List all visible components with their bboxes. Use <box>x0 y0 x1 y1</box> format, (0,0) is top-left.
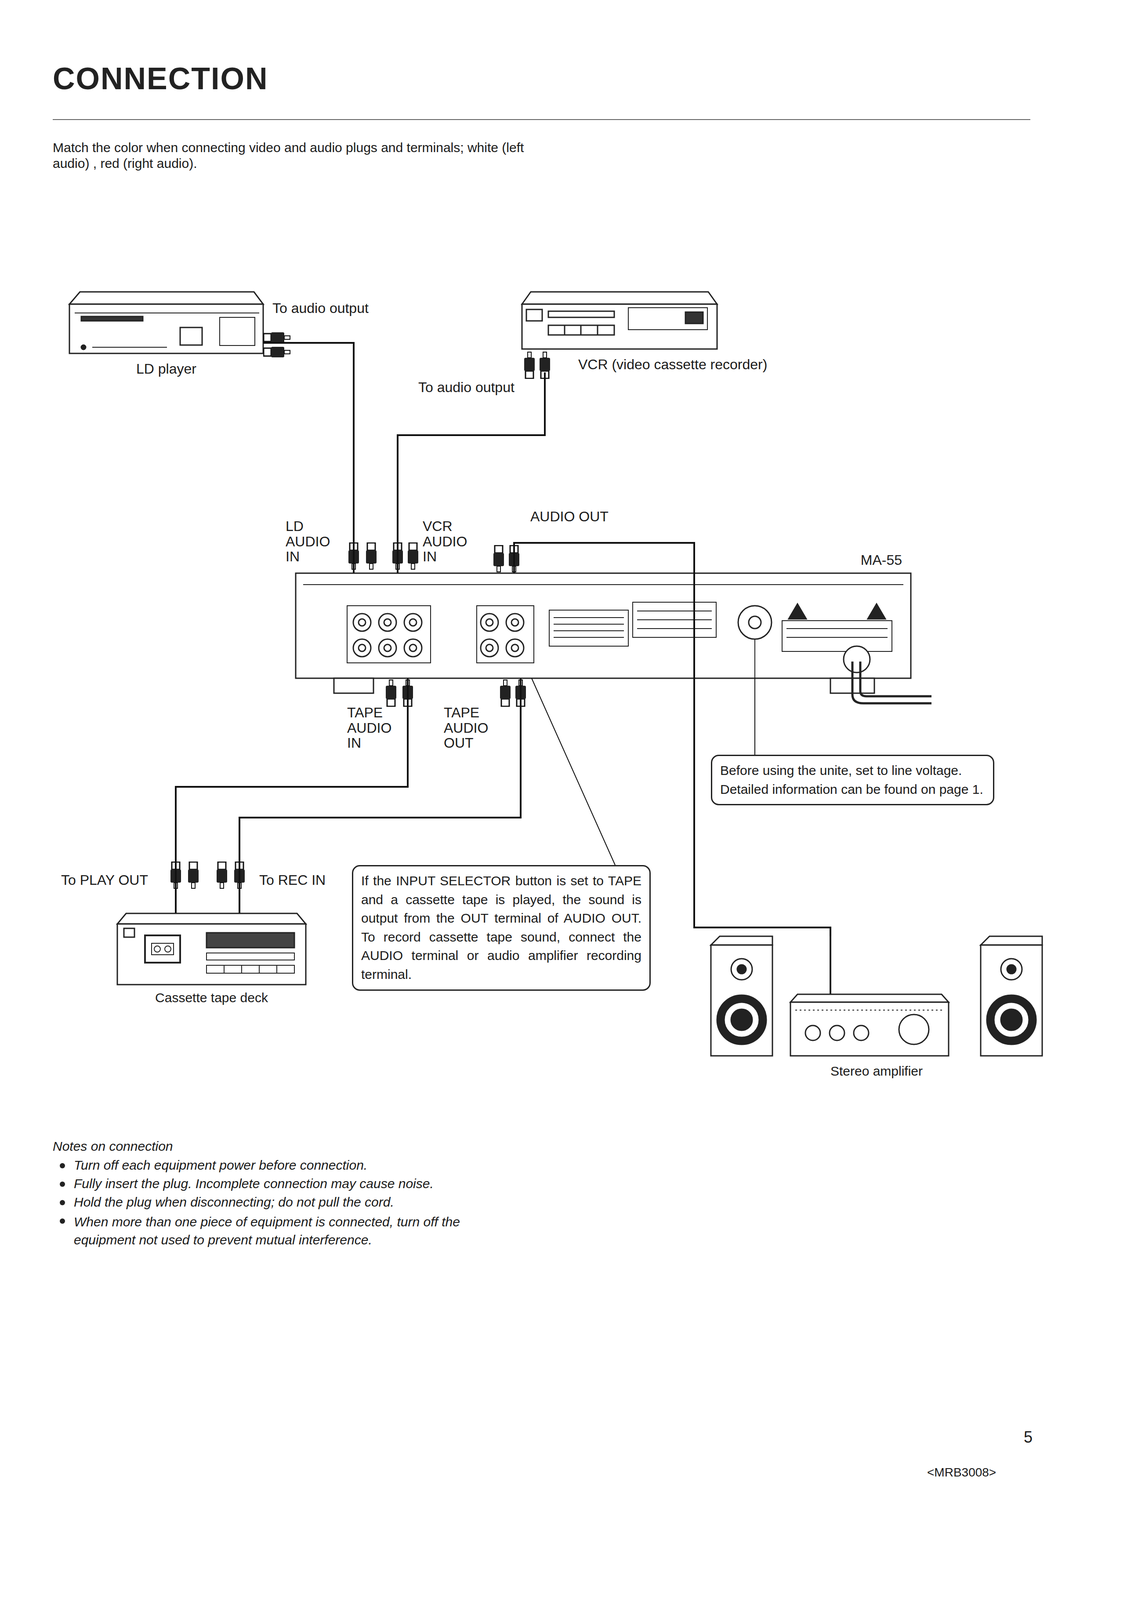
node-text: Cassette tape deck <box>117 989 306 1005</box>
note-item: Hold the plug when disconnecting; do not… <box>73 1193 580 1210</box>
callout-box: Before using the unite, set to line volt… <box>710 754 995 805</box>
notes-heading: Notes on connection <box>52 1137 449 1154</box>
audio-cable <box>263 342 354 573</box>
rca-plugs <box>170 332 551 888</box>
page-number: 5 <box>1023 1427 1059 1446</box>
vcr: VCR (video cassette recorder) <box>521 290 804 373</box>
leader-line <box>531 677 616 865</box>
node-text: Stereo amplifier <box>710 1063 1043 1078</box>
cable-label: To audio output <box>418 379 551 395</box>
intro-note: Match the color when connecting video an… <box>52 139 545 172</box>
note-item: Fully insert the plug. Incomplete connec… <box>73 1175 580 1192</box>
note-item: When more than one piece of equipment is… <box>73 1212 461 1249</box>
cassette-deck-drawing <box>117 913 306 985</box>
ld-player: LD player <box>69 290 264 377</box>
document-code: <MRB3008> <box>927 1465 1068 1479</box>
terminal-label: LD AUDIO IN <box>285 518 339 565</box>
terminal-label: AUDIO OUT <box>530 508 645 525</box>
vcr-drawing <box>521 291 718 349</box>
node-text: If the INPUT SELECTOR button is set to T… <box>361 871 642 984</box>
terminal-label: TAPE AUDIO OUT <box>443 704 497 751</box>
page-title: CONNECTION <box>52 61 269 96</box>
ld-player-drawing <box>69 291 264 354</box>
leader-line <box>754 677 756 755</box>
rear-panel: MA-55 <box>295 572 911 678</box>
plug-label: To REC IN <box>259 872 356 888</box>
cassette-deck: Cassette tape deck <box>117 912 306 1005</box>
page-rule <box>52 119 1031 120</box>
note-item: Turn off each equipment power before con… <box>73 1156 580 1173</box>
note-bullets <box>59 1162 66 1224</box>
terminal-label: TAPE AUDIO IN <box>347 704 400 751</box>
plug-label: To PLAY OUT <box>61 872 163 888</box>
terminal-label: VCR AUDIO IN <box>422 518 476 565</box>
node-text: VCR (video cassette recorder) <box>578 356 804 373</box>
cable-label: To audio output <box>272 300 405 316</box>
node-text: LD player <box>69 361 264 377</box>
stereo-amplifier: Stereo amplifier <box>710 935 1043 1078</box>
callout-box: If the INPUT SELECTOR button is set to T… <box>351 864 651 991</box>
stereo-amplifier-drawing <box>710 935 1043 1056</box>
node-text: Before using the unite, set to line volt… <box>720 760 986 799</box>
